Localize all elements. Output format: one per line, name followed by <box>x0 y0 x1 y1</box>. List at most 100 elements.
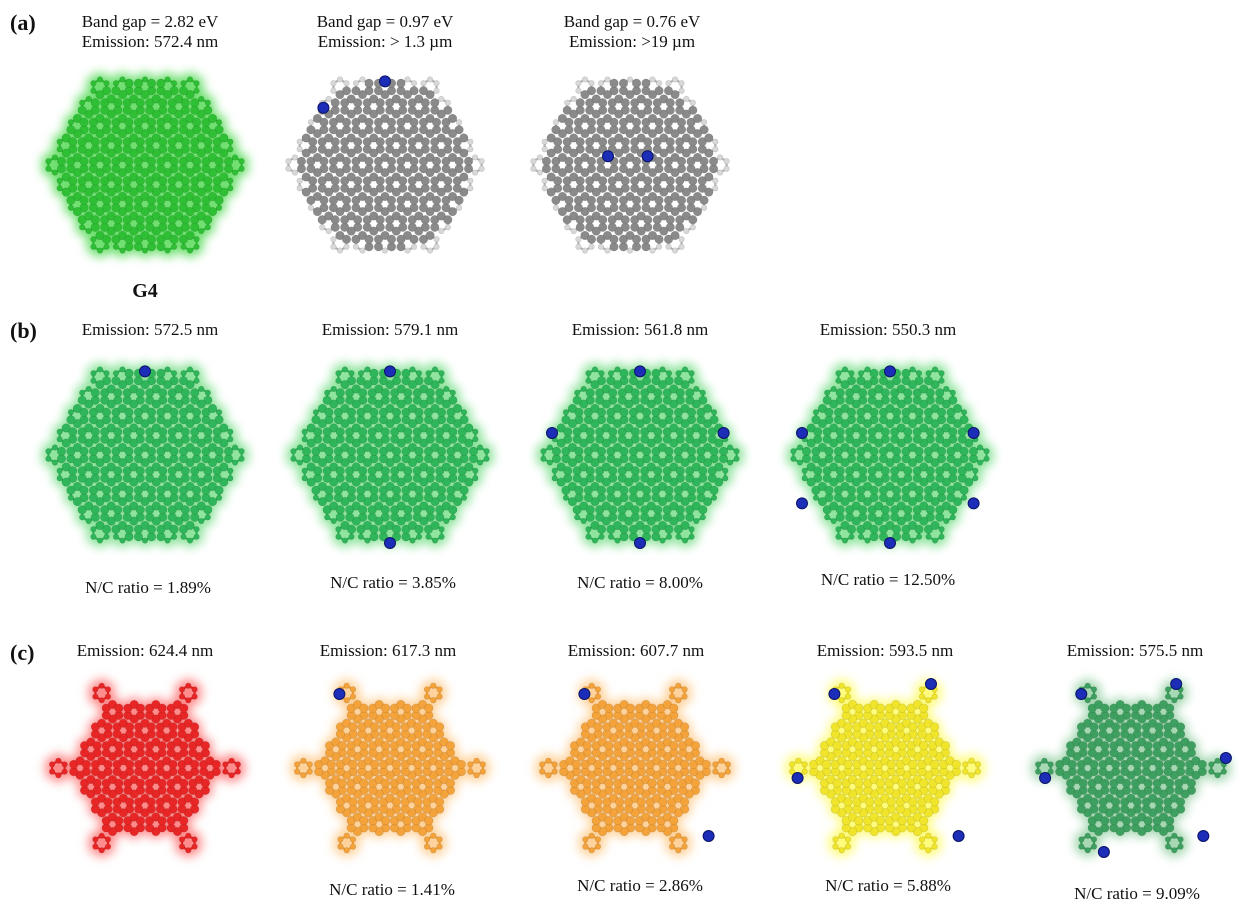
hydrogen-atom <box>467 138 474 145</box>
carbon-atom <box>912 427 922 437</box>
carbon-atom <box>654 156 664 166</box>
carbon-atom <box>851 516 861 526</box>
hydrogen-atom <box>915 533 923 540</box>
hydrogen-atom <box>215 204 223 211</box>
carbon-atom <box>219 462 229 472</box>
carbon-atom <box>890 466 900 476</box>
hydrogen-atom <box>185 832 192 839</box>
carbon-atom <box>77 215 87 225</box>
carbon-atom <box>61 438 71 448</box>
carbon-atom <box>367 505 377 515</box>
carbon-atom <box>133 407 144 417</box>
carbon-atom <box>111 524 121 534</box>
carbon-atom <box>391 759 401 769</box>
hydrogen-atom <box>588 697 595 704</box>
carbon-atom <box>575 215 585 225</box>
hydrogen-atom <box>789 768 796 775</box>
carbon-atom <box>845 427 855 437</box>
carbon-atom <box>680 520 690 531</box>
carbon-atom <box>608 466 618 476</box>
carbon-atom <box>146 78 157 88</box>
carbon-atom <box>573 156 584 166</box>
carbon-atom <box>561 415 571 425</box>
carbon-atom <box>681 133 691 143</box>
carbon-atom <box>61 462 71 472</box>
hydrogen-atom <box>180 533 187 540</box>
carbon-atom <box>557 113 568 124</box>
carbon-atom <box>317 215 327 225</box>
nc-ratio-b4: N/C ratio = 12.50% <box>820 570 956 589</box>
carbon-atom <box>436 133 446 143</box>
hydrogen-atom <box>92 843 99 850</box>
hydrogen-atom <box>141 537 149 544</box>
carbon-atom <box>885 457 895 468</box>
carbon-atom <box>330 98 340 108</box>
hydrogen-atom <box>444 99 451 106</box>
hydrogen-atom <box>844 693 852 700</box>
carbon-atom <box>681 109 691 119</box>
carbon-atom <box>964 477 974 487</box>
carbon-atom <box>391 446 402 456</box>
hydrogen-atom <box>594 836 602 843</box>
carbon-atom <box>191 446 202 456</box>
carbon-atom <box>447 167 458 178</box>
carbon-atom <box>146 446 157 456</box>
hydrogen-atom <box>343 697 350 704</box>
carbon-atom <box>162 113 173 124</box>
carbon-atom <box>907 520 918 531</box>
carbon-atom <box>880 505 890 515</box>
carbon-atom <box>824 485 834 495</box>
carbon-atom <box>374 399 384 409</box>
hydrogen-atom <box>98 847 105 854</box>
carbon-atom <box>696 407 706 417</box>
carbon-atom <box>628 485 639 495</box>
carbon-atom <box>591 187 601 197</box>
carbon-atom <box>443 105 453 115</box>
carbon-atom <box>657 481 668 492</box>
carbon-atom <box>124 368 134 378</box>
carbon-atom <box>598 215 608 225</box>
carbon-atom <box>856 485 866 495</box>
nitrogen-atom <box>317 101 330 114</box>
hydrogen-atom <box>835 377 842 384</box>
carbon-atom <box>219 477 229 487</box>
carbon-atom <box>140 481 150 492</box>
hydrogen-atom <box>294 768 301 775</box>
carbon-atom <box>919 816 929 826</box>
carbon-atom <box>657 457 668 468</box>
carbon-atom <box>696 446 706 456</box>
carbon-atom <box>662 427 672 437</box>
carbon-atom <box>832 778 842 788</box>
hydrogen-atom <box>415 370 423 377</box>
hydrogen-atom <box>238 455 245 462</box>
carbon-atom <box>1143 816 1153 826</box>
hydrogen-atom <box>675 832 682 839</box>
carbon-atom <box>124 78 134 88</box>
carbon-atom <box>567 496 578 507</box>
carbon-atom <box>106 384 116 394</box>
carbon-atom <box>122 176 132 186</box>
carbon-atom <box>856 376 866 386</box>
carbon-atom <box>390 427 400 437</box>
carbon-atom <box>111 376 121 386</box>
carbon-atom <box>556 477 566 487</box>
hydrogen-atom <box>546 459 554 466</box>
carbon-atom <box>362 98 372 108</box>
hydrogen-atom <box>349 836 357 843</box>
hydrogen-atom <box>983 448 990 455</box>
carbon-atom <box>111 195 121 205</box>
carbon-atom <box>125 759 135 769</box>
carbon-atom <box>607 137 617 147</box>
carbon-atom <box>618 78 629 88</box>
hydrogen-atom <box>85 385 92 393</box>
carbon-atom <box>1089 759 1099 769</box>
carbon-atom <box>936 485 947 495</box>
carbon-atom <box>407 457 418 468</box>
carbon-atom <box>681 211 691 221</box>
carbon-atom <box>207 481 218 492</box>
carbon-atom <box>595 505 605 515</box>
carbon-atom <box>191 117 202 127</box>
hydrogen-atom <box>415 533 423 540</box>
caption-a2: Band gap = 0.97 eV Emission: > 1.3 µm <box>317 12 454 52</box>
carbon-atom <box>369 226 379 236</box>
